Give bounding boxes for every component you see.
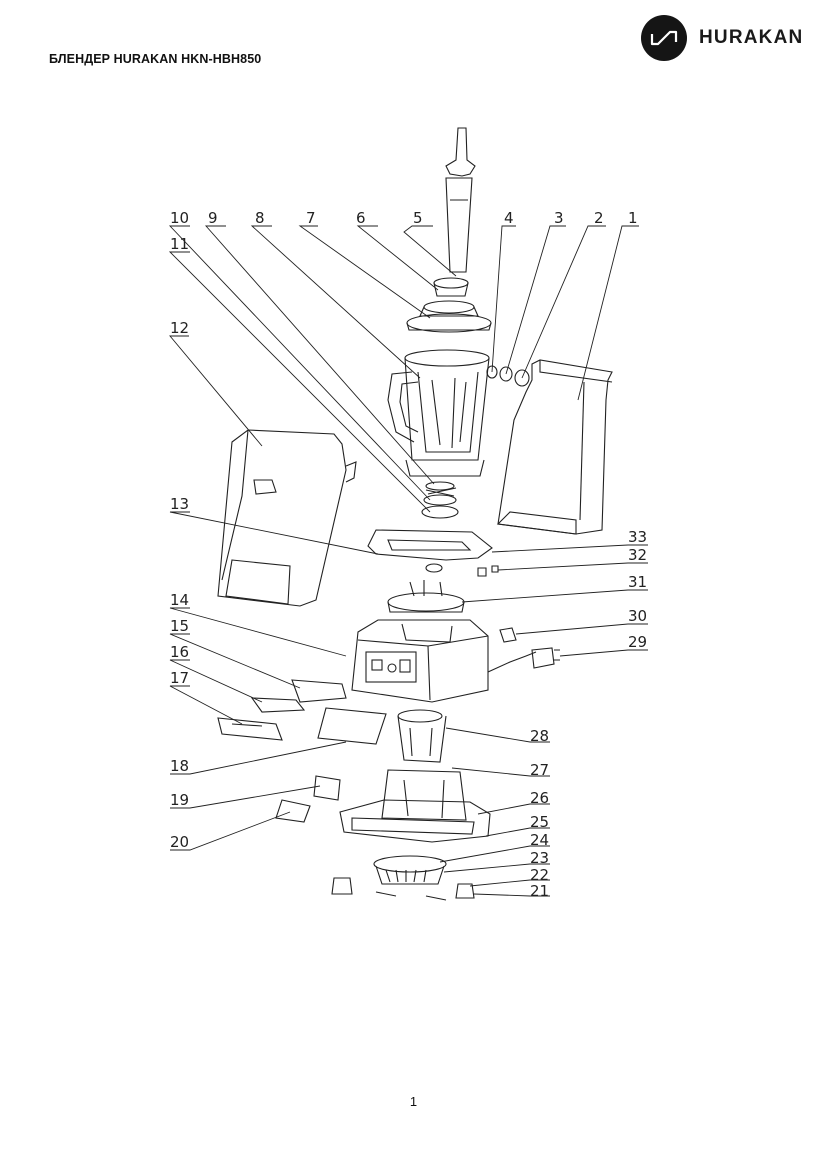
part-label-23: 23 [530,849,549,867]
part-label-12: 12 [170,319,189,337]
part-label-22: 22 [530,866,549,884]
part-label-19: 19 [170,791,189,809]
top-plate-part [367,529,493,561]
bracket-part [217,717,283,741]
part-label-2: 2 [594,209,604,227]
part-label-18: 18 [170,757,189,775]
document-title: БЛЕНДЕР HURAKAN HKN-HBH850 [49,52,262,66]
blade-assembly-parts [421,481,459,519]
jar-part [387,349,490,477]
part-label-31: 31 [628,573,647,591]
power-cord-parts [487,627,560,673]
part-label-30: 30 [628,607,647,625]
part-label-24: 24 [530,831,549,849]
part-label-14: 14 [170,591,189,609]
label-sheet-part [317,707,387,745]
part-label-6: 6 [356,209,366,227]
part-label-4: 4 [504,209,514,227]
part-label-17: 17 [170,669,189,687]
tamper-part [445,127,476,273]
part-label-20: 20 [170,833,189,851]
coupling-disc-part [387,580,465,613]
lid-part [406,300,492,333]
lid-cap-part [433,277,469,297]
small-rings-parts [486,365,530,387]
part-label-15: 15 [170,617,189,635]
part-label-10: 10 [170,209,189,227]
page-number: 1 [409,1094,418,1109]
part-label-27: 27 [530,761,549,779]
motor-part [397,709,447,763]
part-label-13: 13 [170,495,189,513]
display-cover-part [291,679,347,703]
part-label-1: 1 [628,209,638,227]
leader-lines [168,225,648,897]
clip-parts [425,563,499,577]
part-label-5: 5 [413,209,423,227]
part-label-16: 16 [170,643,189,661]
part-label-11: 11 [170,235,189,253]
small-plates-parts [275,775,341,823]
bottom-parts [331,855,475,901]
sound-cover-part [217,429,357,607]
part-label-3: 3 [554,209,564,227]
part-label-25: 25 [530,813,549,831]
part-label-7: 7 [306,209,316,227]
hurakan-logo-icon [641,15,687,61]
base-housing-part [351,619,489,703]
part-label-29: 29 [628,633,647,651]
diagram-parts [217,127,613,901]
part-label-33: 33 [628,528,647,546]
part-label-28: 28 [530,727,549,745]
brand-name: HURAKAN [699,27,804,48]
part-label-32: 32 [628,546,647,564]
part-labels: 1 2 3 4 5 6 7 8 9 10 11 12 13 14 15 16 1… [170,209,647,900]
jar-holder-part [496,359,613,535]
motor-frame-part [339,769,491,843]
part-label-26: 26 [530,789,549,807]
part-label-8: 8 [255,209,265,227]
brand: HURAKAN [641,15,803,61]
control-board-part [250,697,306,713]
part-label-9: 9 [208,209,218,227]
part-label-21: 21 [530,882,549,900]
